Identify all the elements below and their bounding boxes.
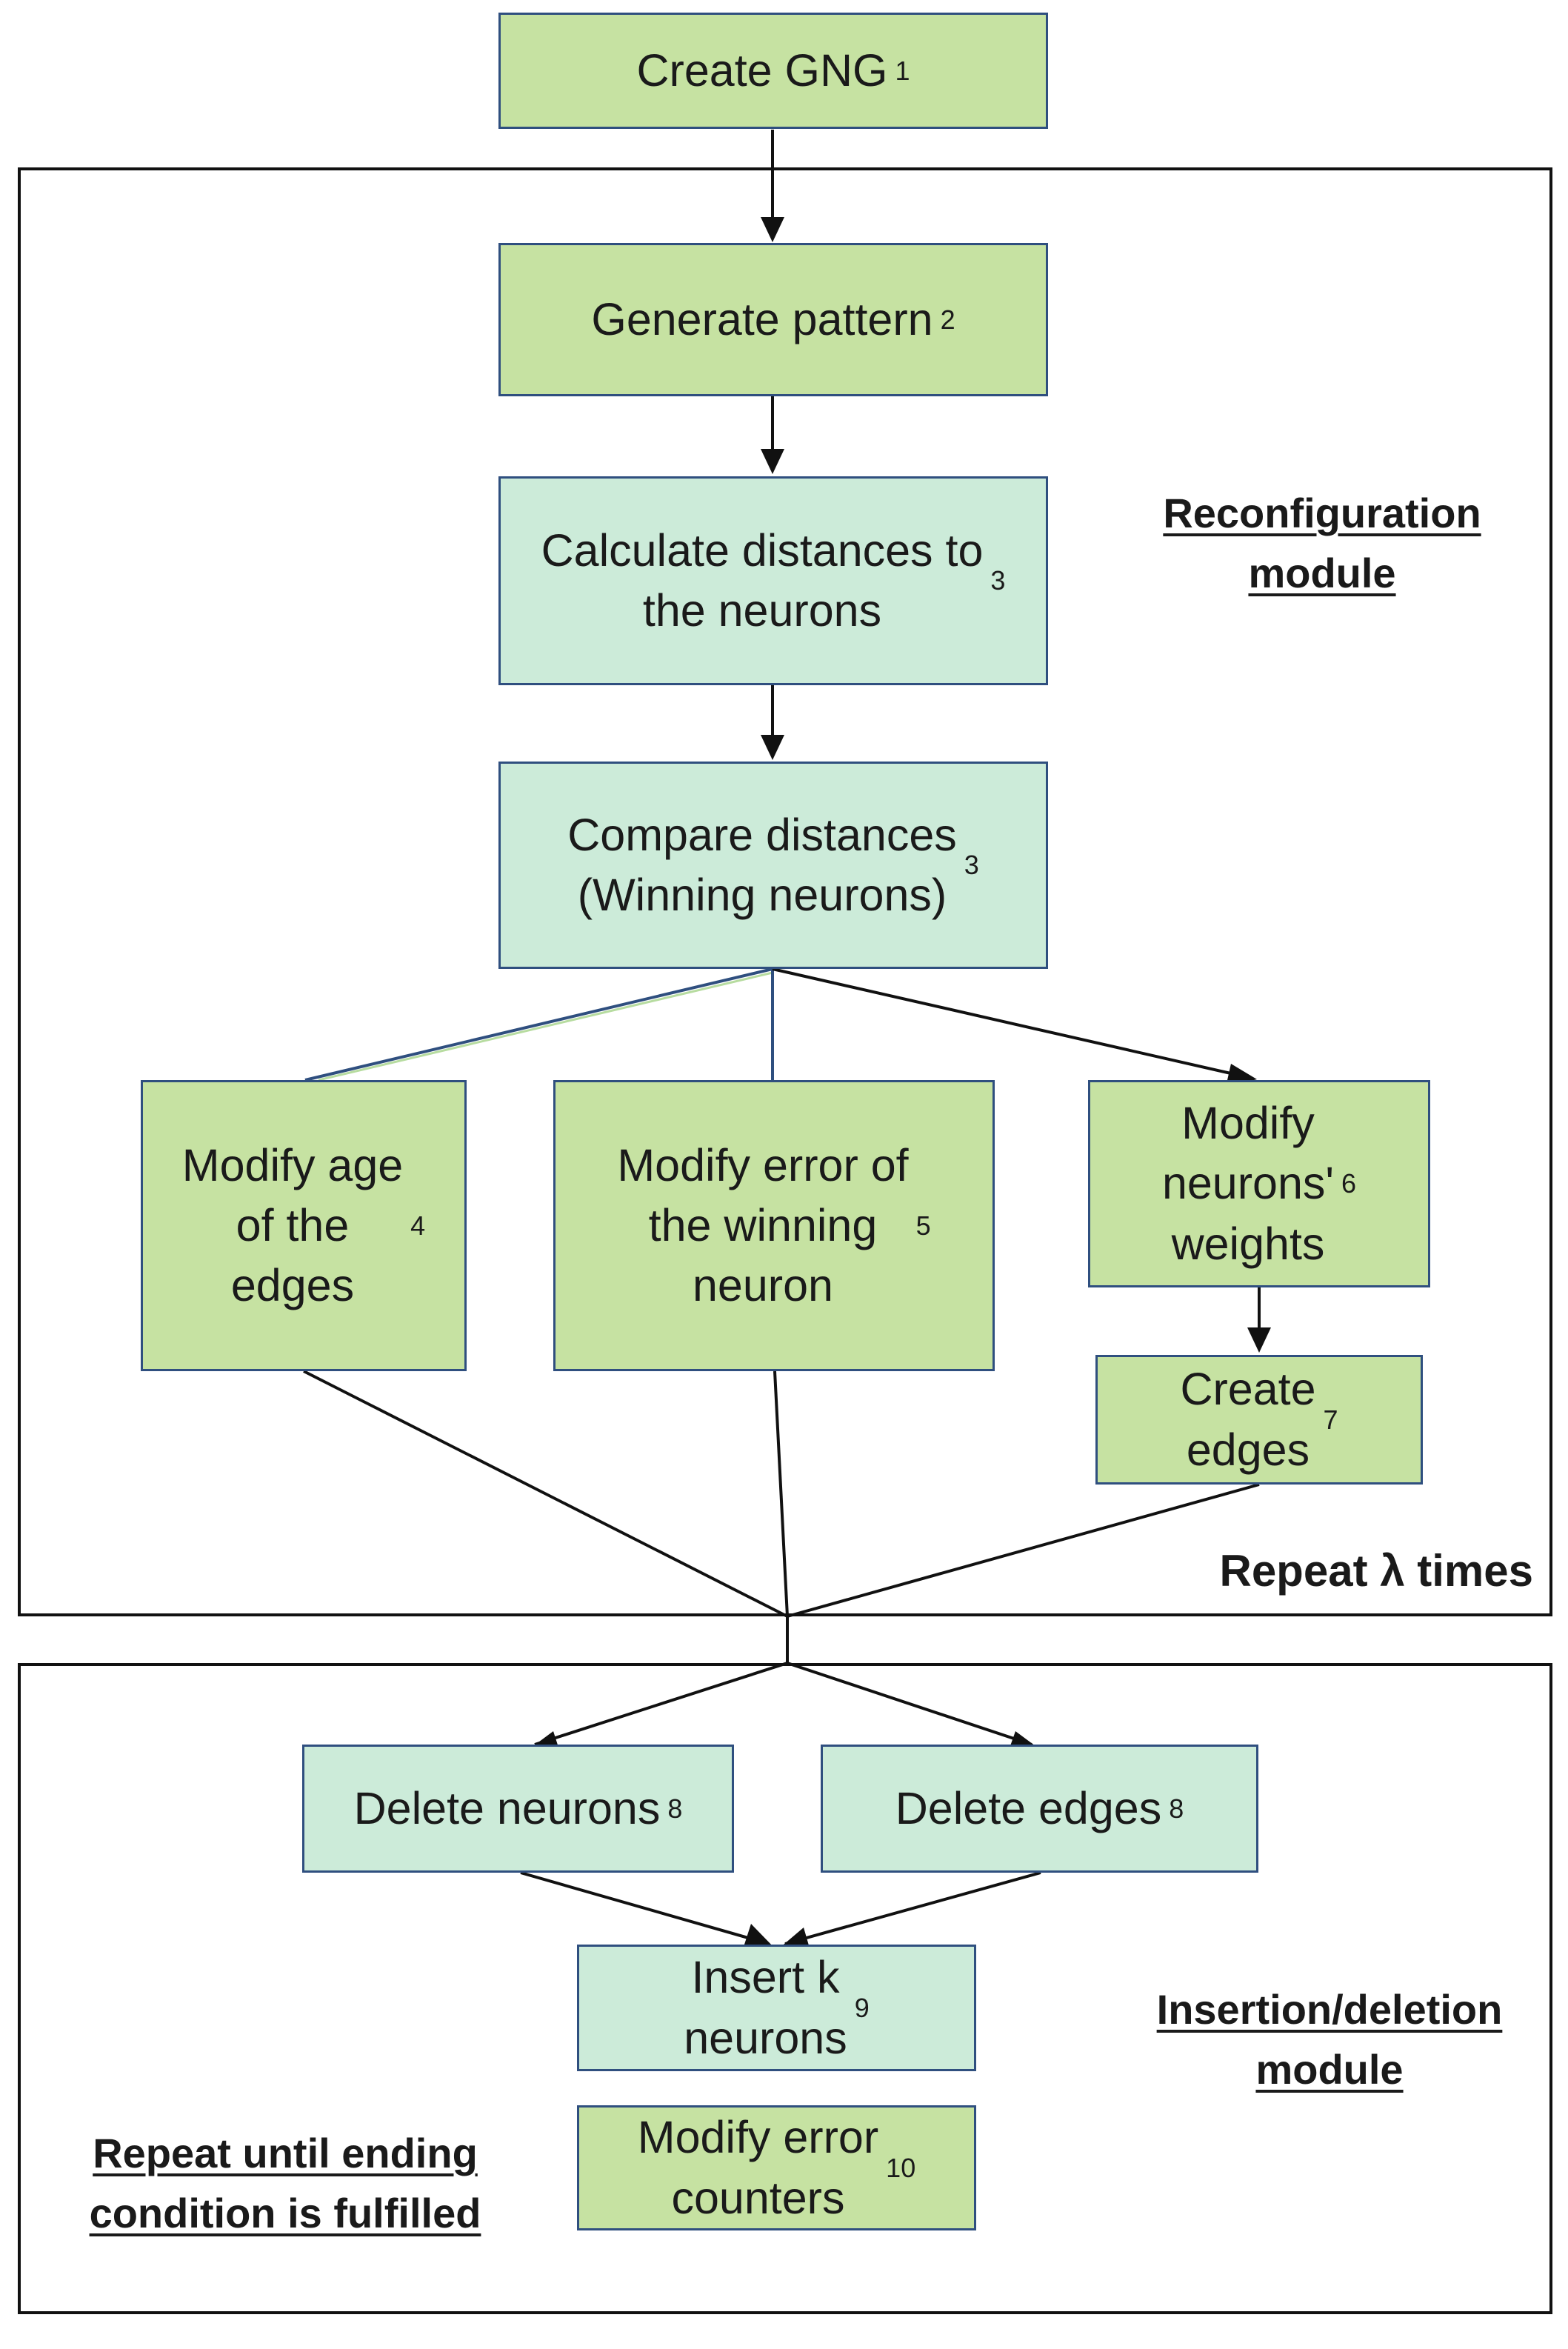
repeat-until-label: Repeat until ending condition is fulfill… xyxy=(89,2130,481,2237)
step-label: Generate pattern xyxy=(591,293,933,344)
step-index: 9 xyxy=(854,1992,870,2023)
arrow-delete-neurons-to-insert xyxy=(520,1871,770,1945)
arrowhead-insert-left xyxy=(744,1924,775,1948)
step-index: 4 xyxy=(410,1210,426,1241)
step-label: Calculate distances to the neurons xyxy=(541,524,984,636)
step-index: 7 xyxy=(1323,1404,1338,1435)
step-label: Modify error counters xyxy=(637,2112,879,2223)
branch-compare-to-modify-age-highlight xyxy=(318,971,773,1082)
step-label: Create GNG xyxy=(636,44,888,96)
step-index: 3 xyxy=(964,850,979,881)
arrow-delete-edges-to-insert xyxy=(784,1871,1041,1945)
arrow-to-delete-edges xyxy=(787,1662,1032,1746)
step-label: Modify error of the winning neuron xyxy=(617,1139,909,1311)
step-label: Insert k neurons xyxy=(684,1952,847,2063)
step-index: 3 xyxy=(990,565,1006,596)
step-index: 1 xyxy=(895,55,910,86)
step-label: Compare distances (Winning neurons) xyxy=(567,809,957,920)
step-label: Delete neurons xyxy=(353,1782,661,1833)
step-label: Create edges xyxy=(1180,1364,1316,1475)
repeat-lambda-label: Repeat λ times xyxy=(1219,1546,1533,1596)
step-index: 6 xyxy=(1341,1168,1357,1199)
arrowhead-create-edges xyxy=(1247,1327,1271,1353)
step-compare-distances: Compare distances (Winning neurons)3 xyxy=(498,762,1048,969)
arrow-to-delete-neurons xyxy=(534,1662,788,1746)
step-index: 8 xyxy=(667,1793,683,1824)
step-index: 5 xyxy=(915,1210,931,1241)
merge-create-edges xyxy=(787,1483,1260,1618)
step-index: 10 xyxy=(886,2152,916,2183)
step-label: Delete edges xyxy=(895,1782,1162,1833)
insertion-deletion-module-label: Insertion/deletion module xyxy=(1156,1986,1503,2093)
arrowhead-generate xyxy=(761,217,784,242)
arrowhead-calculate xyxy=(761,449,784,474)
merge-modify-error xyxy=(773,1370,789,1617)
arrowhead-compare xyxy=(761,735,784,760)
step-index: 8 xyxy=(1169,1793,1184,1824)
arrow-compare-to-modify-weights xyxy=(772,967,1251,1079)
step-label: Modify age of the edges xyxy=(181,1139,404,1311)
merge-modify-age xyxy=(303,1370,788,1618)
branch-compare-to-modify-age xyxy=(304,967,773,1082)
step-label: Modify neurons' weights xyxy=(1161,1098,1335,1269)
reconfiguration-module-label: Reconfiguration module xyxy=(1163,490,1481,597)
step-index: 2 xyxy=(940,304,955,335)
